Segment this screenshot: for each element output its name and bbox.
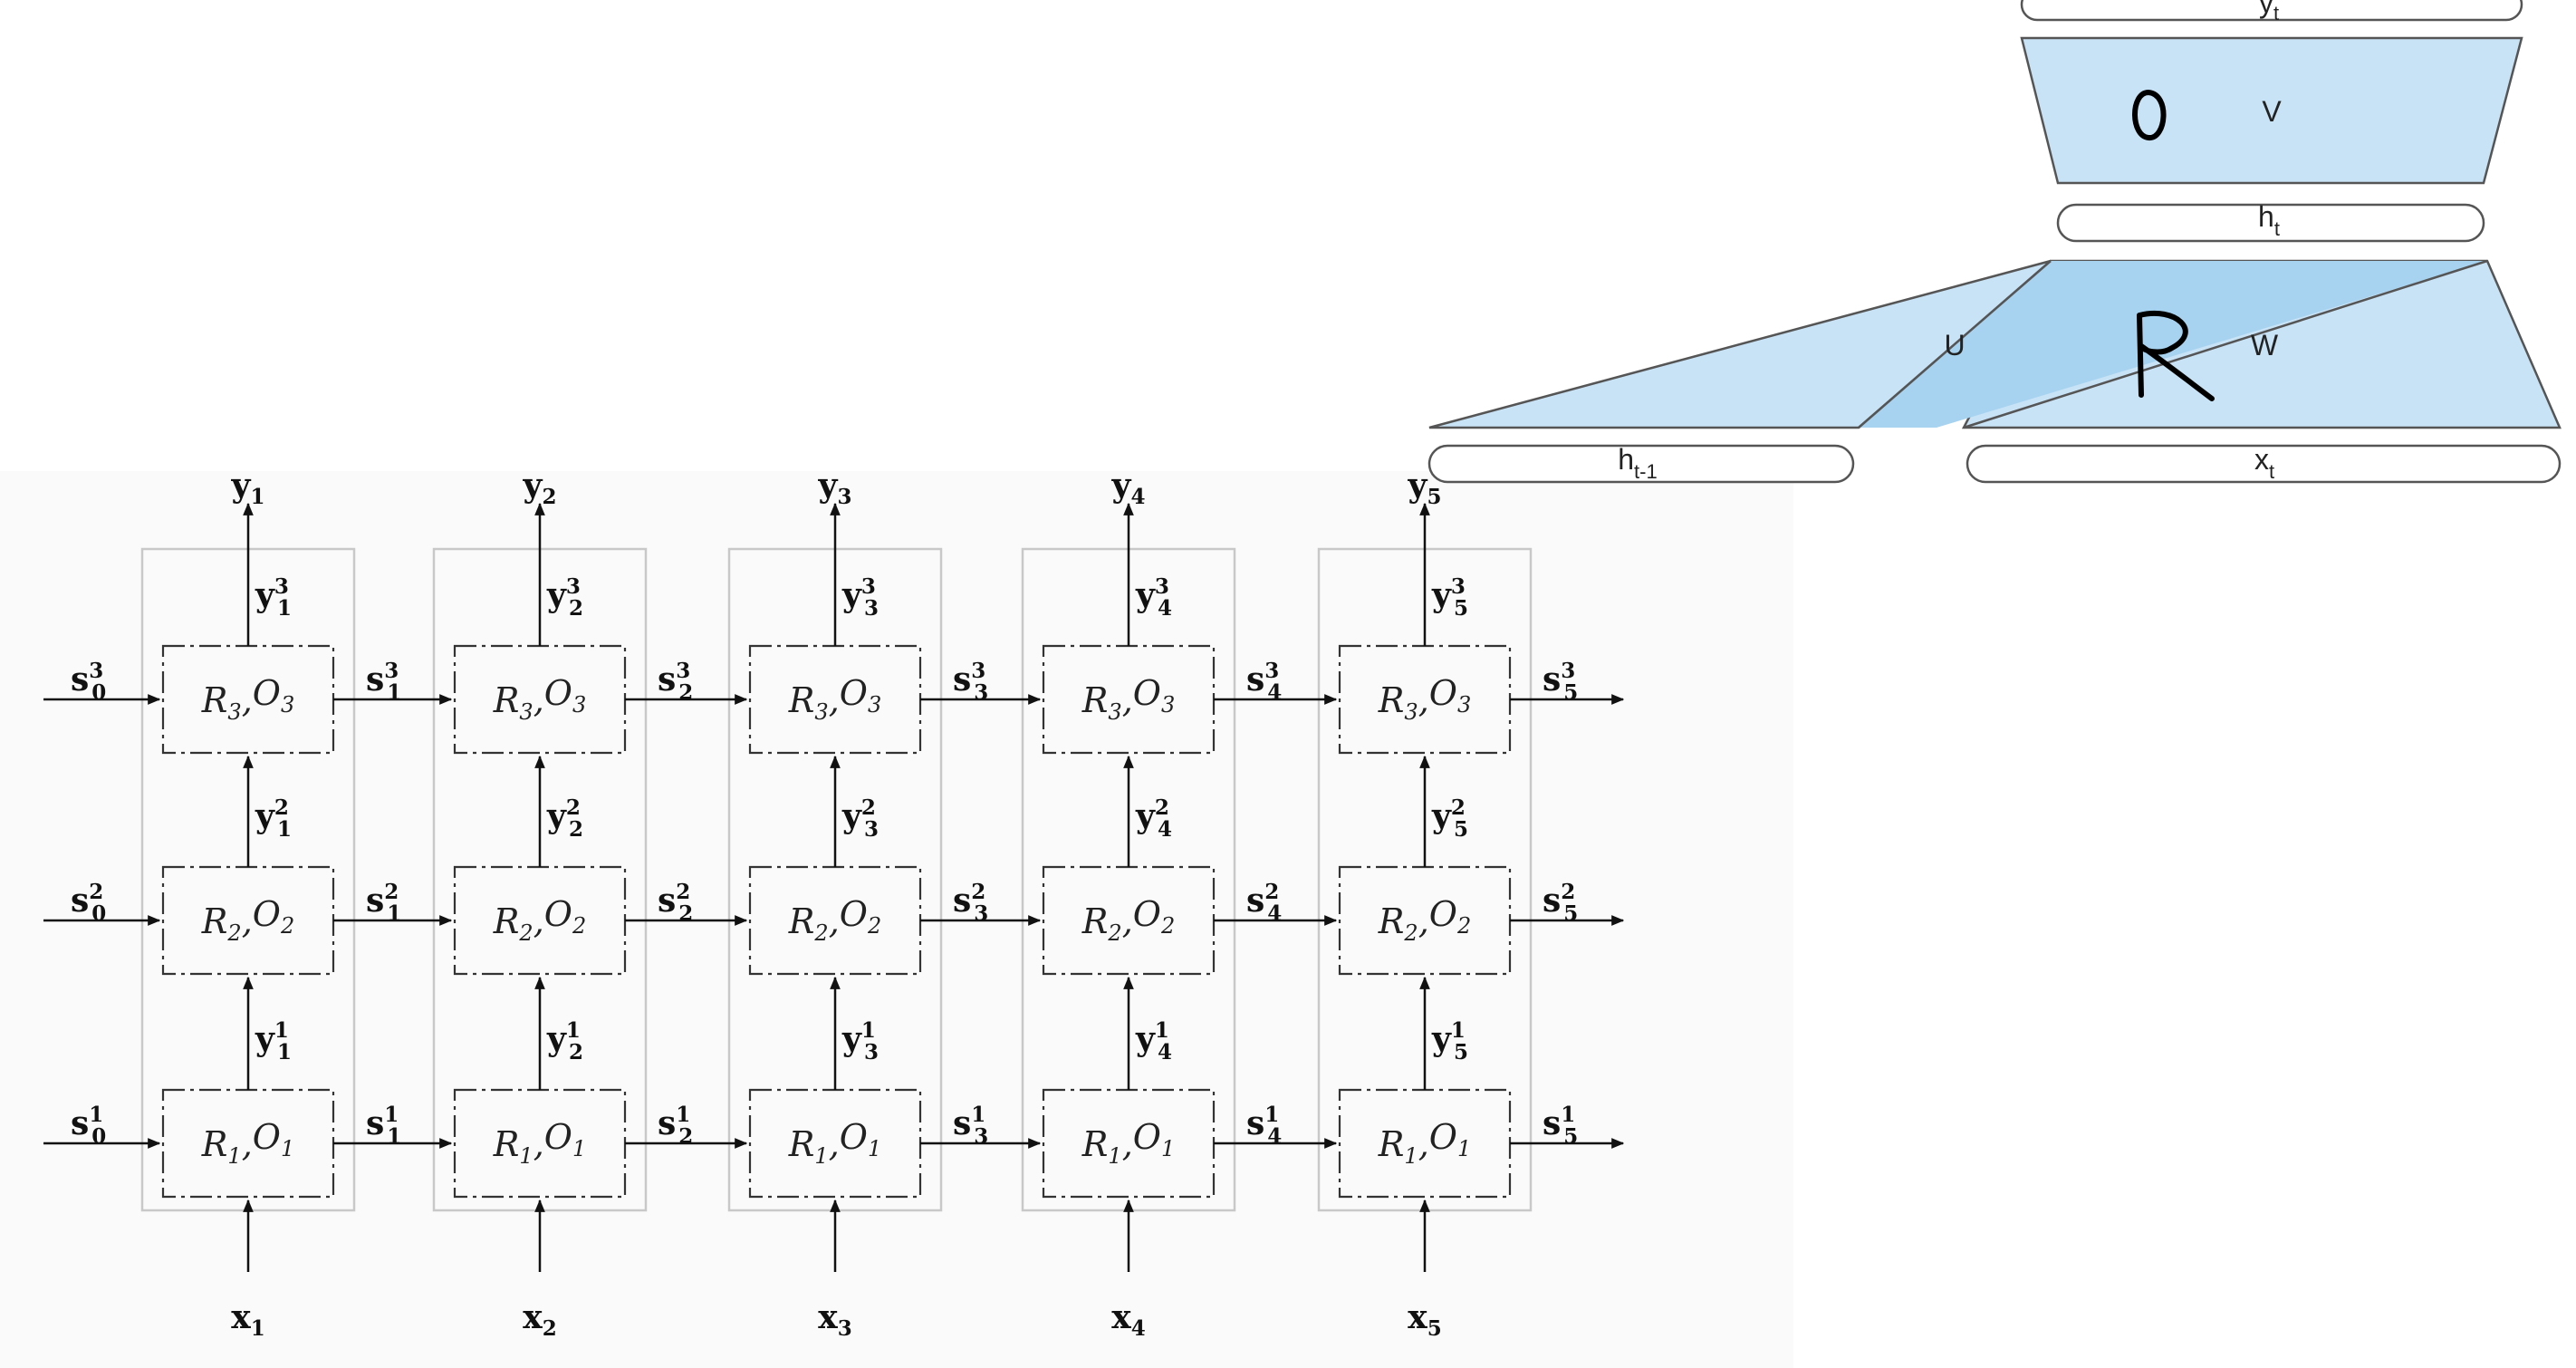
rnn-cell-label: R2,O2 xyxy=(788,894,881,946)
output-weight-label: V xyxy=(2262,95,2282,128)
output-label: y1 xyxy=(231,467,265,509)
rnn-cell-label: R1,O1 xyxy=(493,1117,586,1169)
rnn-cell-label: R1,O1 xyxy=(1378,1117,1471,1169)
input-bar-label: xt xyxy=(2254,443,2274,483)
rnn-cell-label: R2,O2 xyxy=(1081,894,1175,946)
output-bar xyxy=(2020,0,2523,22)
rnn-cell xyxy=(161,1088,335,1199)
rnn-cell xyxy=(1338,644,1512,755)
rnn-cell xyxy=(748,1088,922,1199)
prev-hidden-bar-label: ht-1 xyxy=(1618,443,1657,483)
rnn-cell xyxy=(453,644,627,755)
handwritten-r-annotation xyxy=(2137,311,2215,401)
rnn-cell-label: R3,O3 xyxy=(1081,673,1175,725)
rnn-cell-label: R1,O1 xyxy=(1081,1117,1175,1169)
input-label: x1 xyxy=(231,1298,264,1341)
input-label: x4 xyxy=(1111,1298,1145,1341)
output-label: y3 xyxy=(818,467,852,509)
hidden-bar-label: ht xyxy=(2258,200,2280,240)
rnn-cell xyxy=(161,644,335,755)
rnn-cell-label: R3,O3 xyxy=(788,673,881,725)
handwritten-o-annotation xyxy=(2132,90,2167,140)
output-label: y4 xyxy=(1111,467,1146,509)
input-bar xyxy=(1966,444,2562,484)
rnn-cell-label: R2,O2 xyxy=(1378,894,1471,946)
input-label: x3 xyxy=(818,1298,851,1341)
rnn-cell xyxy=(748,865,922,976)
rnn-cell xyxy=(748,644,922,755)
rnn-cell xyxy=(1042,865,1216,976)
input-label: x5 xyxy=(1408,1298,1441,1341)
output-weight-trapezoid xyxy=(2020,36,2523,185)
rnn-cell-schematic: yt V ht U W ht-1 xt xyxy=(1427,0,2562,484)
prev-hidden-bar xyxy=(1427,444,1855,484)
rnn-cell-label: R2,O2 xyxy=(493,894,586,946)
recurrent-edge xyxy=(1858,260,2052,429)
input-label: x2 xyxy=(523,1298,556,1341)
rnn-cell-label: R3,O3 xyxy=(1378,673,1471,725)
hidden-bar xyxy=(2056,203,2485,243)
recurrent-weight-label: U xyxy=(1944,329,1965,361)
rnn-cell-label: R3,O3 xyxy=(493,673,586,725)
output-label: y2 xyxy=(523,467,557,509)
rnn-cell-label: R1,O1 xyxy=(788,1117,881,1169)
diagonal-edge xyxy=(1963,259,2488,429)
rnn-cell-label: R3,O3 xyxy=(201,673,294,725)
rnn-cell-label: R1,O1 xyxy=(201,1117,294,1169)
input-weight-label: W xyxy=(2251,329,2279,361)
output-label: y5 xyxy=(1408,467,1442,509)
output-bar-label: yt xyxy=(2259,0,2279,24)
rnn-cell xyxy=(1338,1088,1512,1199)
rnn-cell-label: R2,O2 xyxy=(201,894,294,946)
rnn-cell xyxy=(453,1088,627,1199)
rnn-cell xyxy=(453,865,627,976)
rnn-cell xyxy=(1042,1088,1216,1199)
